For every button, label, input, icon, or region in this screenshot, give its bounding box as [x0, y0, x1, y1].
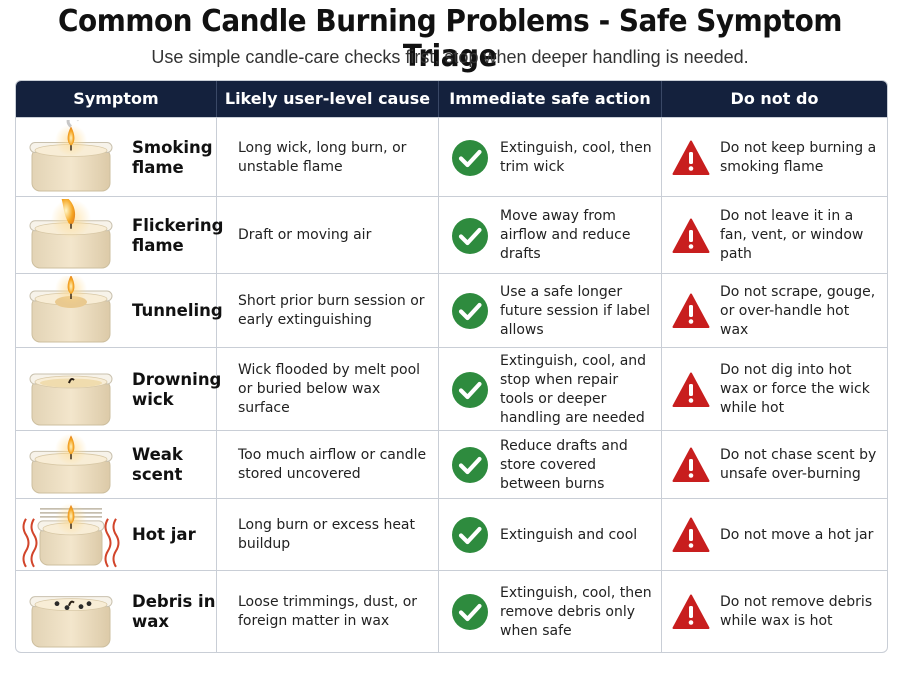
drowning-wick-candle-image	[22, 350, 120, 429]
column-divider	[438, 431, 439, 498]
hot-jar-candle-image	[22, 501, 120, 569]
action-text: Extinguish and cool	[500, 526, 638, 543]
cause-text: Draft or moving air	[238, 227, 372, 243]
action-text: Move away from airflow and reduce drafts	[500, 208, 631, 262]
page-subtitle: Use simple candle-care checks first, sto…	[151, 47, 749, 67]
warning-icon	[672, 516, 710, 554]
symptom-label: Drowning wick	[132, 369, 222, 409]
column-divider	[661, 571, 662, 652]
column-divider	[438, 348, 439, 430]
symptom-label: Flickering flame	[132, 215, 224, 255]
avoid-text: Do not scrape, gouge, or over-handle hot…	[720, 283, 876, 338]
header-action: Immediate safe action	[449, 89, 651, 108]
warning-icon	[672, 371, 710, 409]
check-icon	[451, 593, 489, 631]
check-icon	[451, 139, 489, 177]
action-text: Reduce drafts and store covered between …	[500, 437, 628, 492]
cause-text: Too much airflow or candle stored uncove…	[238, 447, 427, 482]
column-divider	[216, 571, 217, 652]
header-avoid: Do not do	[730, 89, 819, 108]
column-divider	[216, 118, 217, 196]
debris-candle-image	[22, 573, 120, 651]
table-row: Tunneling Short prior burn session or ear…	[16, 273, 887, 347]
table-header: Symptom Likely user-level cause Immediat…	[16, 81, 887, 117]
weak-scent-candle-image	[22, 433, 120, 497]
warning-icon	[672, 446, 710, 484]
table-row: Smoking flame Long wick, long burn, or un…	[16, 81, 887, 196]
table-row: Flickering flame Draft or moving air Move …	[16, 190, 887, 273]
column-divider	[216, 499, 217, 570]
avoid-text: Do not keep burning a smoking flame	[720, 139, 877, 175]
avoid-text: Do not remove debris while wax is hot	[720, 594, 873, 629]
symptom-label: Tunneling	[132, 301, 223, 320]
column-divider	[438, 118, 439, 196]
check-icon	[451, 516, 489, 554]
cause-text: Short prior burn session or early exting…	[238, 293, 425, 328]
table-row: Weak scent Too much airflow or candle sto…	[16, 430, 887, 498]
column-divider	[661, 274, 662, 347]
column-divider	[438, 499, 439, 570]
header-symptom: Symptom	[73, 89, 159, 108]
tunneling-candle-image	[22, 273, 120, 346]
warning-icon	[672, 593, 710, 631]
avoid-text: Do not leave it in a fan, vent, or windo…	[720, 208, 864, 262]
check-icon	[451, 446, 489, 484]
flickering-candle-image	[22, 190, 120, 272]
warning-icon	[672, 292, 710, 330]
warning-icon	[672, 217, 710, 255]
warning-icon	[672, 139, 710, 177]
column-divider	[216, 431, 217, 498]
check-icon	[451, 217, 489, 255]
cause-text: Long wick, long burn, or unstable flame	[238, 139, 407, 175]
action-text: Extinguish, cool, then remove debris onl…	[500, 584, 652, 639]
avoid-text: Do not move a hot jar	[720, 526, 874, 543]
action-text: Extinguish, cool, and stop when repair t…	[500, 352, 647, 426]
cause-text: Long burn or excess heat buildup	[238, 517, 416, 552]
column-divider	[661, 197, 662, 273]
table-row: Hot jar Long burn or excess heat buildup E…	[16, 498, 887, 570]
table-row: Drowning wick Wick flooded by melt pool o…	[16, 347, 887, 430]
action-text: Extinguish, cool, then trim wick	[500, 139, 652, 175]
cause-text: Loose trimmings, dust, or foreign matter…	[238, 594, 418, 629]
column-divider	[438, 571, 439, 652]
avoid-text: Do not chase scent by unsafe over-burnin…	[720, 447, 877, 482]
column-divider	[438, 197, 439, 273]
triage-table: Symptom Likely user-level cause Immediat…	[15, 80, 888, 653]
table-row: Debris in wax Loose trimmings, dust, or f…	[16, 570, 887, 652]
check-icon	[451, 371, 489, 409]
column-divider	[216, 348, 217, 430]
avoid-text: Do not dig into hot wax or force the wic…	[720, 362, 870, 416]
smoking-candle-image	[22, 81, 120, 195]
symptom-label: Smoking flame	[132, 137, 213, 177]
column-divider	[661, 348, 662, 430]
check-icon	[451, 292, 489, 330]
symptom-label: Weak scent	[132, 445, 183, 484]
column-divider	[661, 431, 662, 498]
column-divider	[216, 274, 217, 347]
symptom-label: Hot jar	[132, 525, 196, 544]
page-title: Common Candle Burning Problems - Safe Sy…	[58, 4, 842, 74]
column-divider	[661, 118, 662, 196]
cause-text: Wick flooded by melt pool or buried belo…	[238, 362, 421, 416]
action-text: Use a safe longer future session if labe…	[500, 283, 651, 338]
symptom-label: Debris in wax	[132, 592, 216, 631]
column-divider	[216, 197, 217, 273]
column-divider	[661, 499, 662, 570]
header-cause: Likely user-level cause	[224, 89, 431, 108]
column-divider	[438, 274, 439, 347]
